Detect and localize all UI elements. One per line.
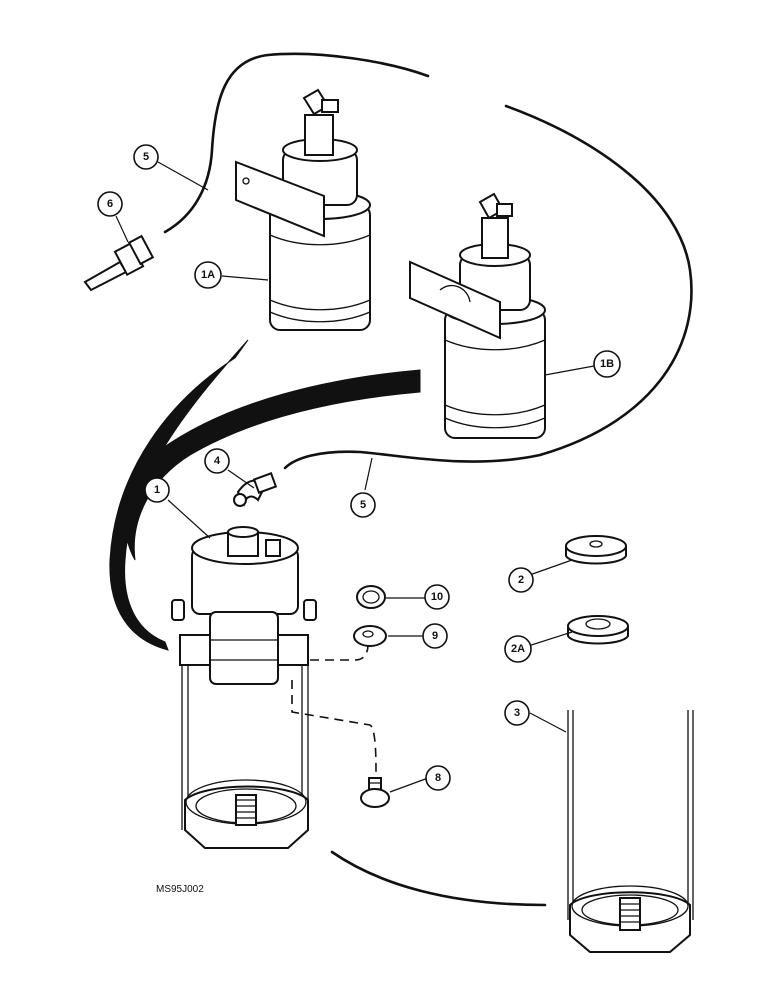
callout-5-bottom: 5 xyxy=(350,492,376,518)
callout-2: 2 xyxy=(508,567,534,593)
callout-6: 6 xyxy=(97,191,123,217)
part-2-cap xyxy=(565,535,627,565)
callout-label: 2A xyxy=(511,643,525,655)
callout-label: 1A xyxy=(201,269,215,281)
callout-label: 2 xyxy=(518,574,524,586)
callout-10: 10 xyxy=(424,584,450,610)
part-4-elbow xyxy=(233,472,278,507)
callout-2a: 2A xyxy=(504,635,532,663)
callout-8: 8 xyxy=(425,765,451,791)
callout-label: 3 xyxy=(514,707,520,719)
callout-label: 5 xyxy=(360,499,366,511)
callout-1: 1 xyxy=(144,477,170,503)
hose-left-dark-2 xyxy=(124,369,421,561)
part-6-switch xyxy=(83,234,155,292)
assembly-line-9 xyxy=(310,644,369,661)
assembly-line-8 xyxy=(291,680,377,773)
tube-5-long xyxy=(283,104,693,470)
callout-label: 10 xyxy=(431,591,443,603)
callout-3: 3 xyxy=(504,700,530,726)
callout-label: 8 xyxy=(435,772,441,784)
callout-1a: 1A xyxy=(194,261,222,289)
part-2a-cap xyxy=(567,615,629,645)
callout-label: 9 xyxy=(432,630,438,642)
tube-5-upper xyxy=(163,52,430,234)
callout-5-top: 5 xyxy=(133,144,159,170)
hose-bottom-dark xyxy=(330,850,547,907)
part-10-valve xyxy=(356,585,386,609)
part-9-washer xyxy=(353,625,387,647)
callout-9: 9 xyxy=(422,623,448,649)
callout-1b: 1B xyxy=(593,350,621,378)
callout-label: 6 xyxy=(107,198,113,210)
callout-label: 5 xyxy=(143,151,149,163)
part-1-receiver xyxy=(171,526,317,849)
part-1b-dryer xyxy=(409,192,546,439)
callout-label: 1B xyxy=(600,358,614,370)
drawing-code: MS95J002 xyxy=(156,884,204,895)
callout-4: 4 xyxy=(204,448,230,474)
part-1a-dryer xyxy=(235,88,371,331)
callout-label: 1 xyxy=(154,484,160,496)
callout-label: 4 xyxy=(214,455,221,467)
part-3-bracket xyxy=(567,710,694,953)
part-8-screw xyxy=(360,777,390,808)
